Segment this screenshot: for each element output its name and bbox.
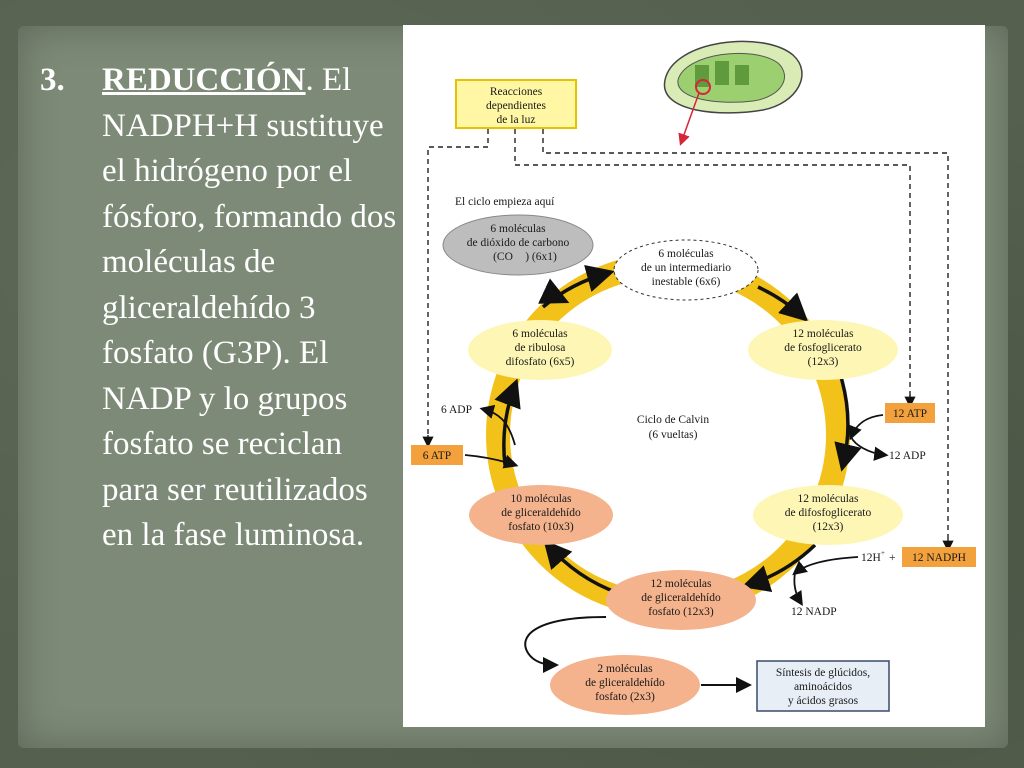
adp-6-label: 6 ADP	[441, 404, 472, 416]
g3p-2-line-3: fosfato (2x3)	[595, 691, 655, 703]
h-12-label: 12H	[861, 552, 881, 564]
co2-node: 6 moléculas de dióxido de carbono (CO ) …	[442, 214, 594, 276]
item-text: El NADPH+H sustituye el hidrógeno por el…	[102, 62, 397, 553]
g3p-12-line-3: fosfato (12x3)	[648, 606, 714, 618]
diphosphoglycerate-line-1: 12 moléculas	[798, 493, 860, 505]
intermediate-line-2: de un intermediario	[641, 262, 731, 274]
synthesis-box: Síntesis de glúcidos, aminoácidos y ácid…	[756, 660, 890, 712]
g3p-12-line-2: de gliceraldehído	[641, 592, 721, 604]
plus-sign: +	[889, 552, 896, 564]
light-reactions-line-3: de la luz	[497, 114, 536, 126]
center-line-2: (6 vueltas)	[649, 429, 698, 441]
g3p-2-node: 2 moléculas de gliceraldehído fosfato (2…	[550, 655, 700, 715]
g3p-10-line-3: fosfato (10x3)	[508, 521, 574, 533]
atp-12-label: 12 ATP	[893, 408, 927, 420]
phosphoglycerate-line-1: 12 moléculas	[793, 328, 855, 340]
light-reactions-line-2: dependientes	[486, 100, 547, 112]
synthesis-line-1: Síntesis de glúcidos,	[776, 667, 870, 679]
atp-6-label: 6 ATP	[423, 450, 451, 462]
item-body: REDUCCIÓN. El NADPH+H sustituye el hidró…	[102, 58, 402, 559]
g3p-10-line-1: 10 moléculas	[511, 493, 573, 505]
nadph-12-box	[902, 547, 976, 567]
nadp-12-label: 12 NADP	[791, 606, 837, 618]
light-reactions-box: Reacciones dependientes de la luz	[455, 79, 577, 129]
synthesis-line-2: aminoácidos	[794, 681, 853, 693]
co2-line-3: (CO	[493, 251, 513, 263]
atp-12-box	[885, 403, 935, 423]
g3p-10-node: 10 moléculas de gliceraldehído fosfato (…	[469, 485, 613, 545]
g3p-2-line-2: de gliceraldehído	[585, 677, 665, 689]
phosphoglycerate-line-2: de fosfoglicerato	[784, 342, 862, 354]
light-reactions-line-1: Reacciones	[490, 86, 543, 98]
co2-line-1: 6 moléculas	[490, 223, 546, 235]
diphosphoglycerate-node: 12 moléculas de difosfoglicerato (12x3)	[753, 485, 903, 545]
ribulose-line-3: difosfato (6x5)	[506, 356, 575, 368]
phosphoglycerate-line-3: (12x3)	[808, 356, 839, 368]
intermediate-line-1: 6 moléculas	[658, 248, 714, 260]
intermediate-node: 6 moléculas de un intermediario inestabl…	[613, 239, 759, 301]
diphosphoglycerate-line-3: (12x3)	[813, 521, 844, 533]
h-12-superscript: +	[881, 549, 885, 557]
ribulose-node: 6 moléculas de ribulosa difosfato (6x5)	[468, 320, 612, 380]
synthesis-line-3: y ácidos grasos	[788, 695, 859, 707]
calvin-cycle-figure: Reacciones dependientes de la luz El cic…	[403, 25, 985, 727]
item-number: 3.	[40, 62, 65, 98]
dashed-connectors	[427, 129, 949, 547]
chloroplast-icon	[663, 40, 803, 146]
co2-line-2: de dióxido de carbono	[467, 237, 570, 249]
intermediate-line-3: inestable (6x6)	[652, 276, 721, 288]
atp-6-box	[411, 445, 463, 465]
ribulose-line-1: 6 moléculas	[512, 328, 568, 340]
adp-12-label: 12 ADP	[889, 450, 926, 462]
cycle-start-label: El ciclo empieza aquí	[455, 196, 555, 208]
g3p-2-line-1: 2 moléculas	[597, 663, 653, 675]
g3p-12-line-1: 12 moléculas	[651, 578, 713, 590]
co2-line-4: ) (6x1)	[525, 251, 557, 263]
diphosphoglycerate-line-2: de difosfoglicerato	[785, 507, 872, 519]
item-heading-punct: .	[305, 62, 314, 98]
ribulose-line-2: de ribulosa	[515, 342, 566, 354]
center-line-1: Ciclo de Calvin	[637, 414, 709, 426]
g3p-12-node: 12 moléculas de gliceraldehído fosfato (…	[606, 570, 756, 630]
calvin-cycle-diagram: Reacciones dependientes de la luz El cic…	[411, 40, 976, 715]
phosphoglycerate-node: 12 moléculas de fosfoglicerato (12x3)	[748, 320, 898, 380]
item-heading: REDUCCIÓN	[102, 62, 306, 98]
nadph-12-label: 12 NADPH	[912, 552, 966, 564]
g3p-10-line-2: de gliceraldehído	[501, 507, 581, 519]
